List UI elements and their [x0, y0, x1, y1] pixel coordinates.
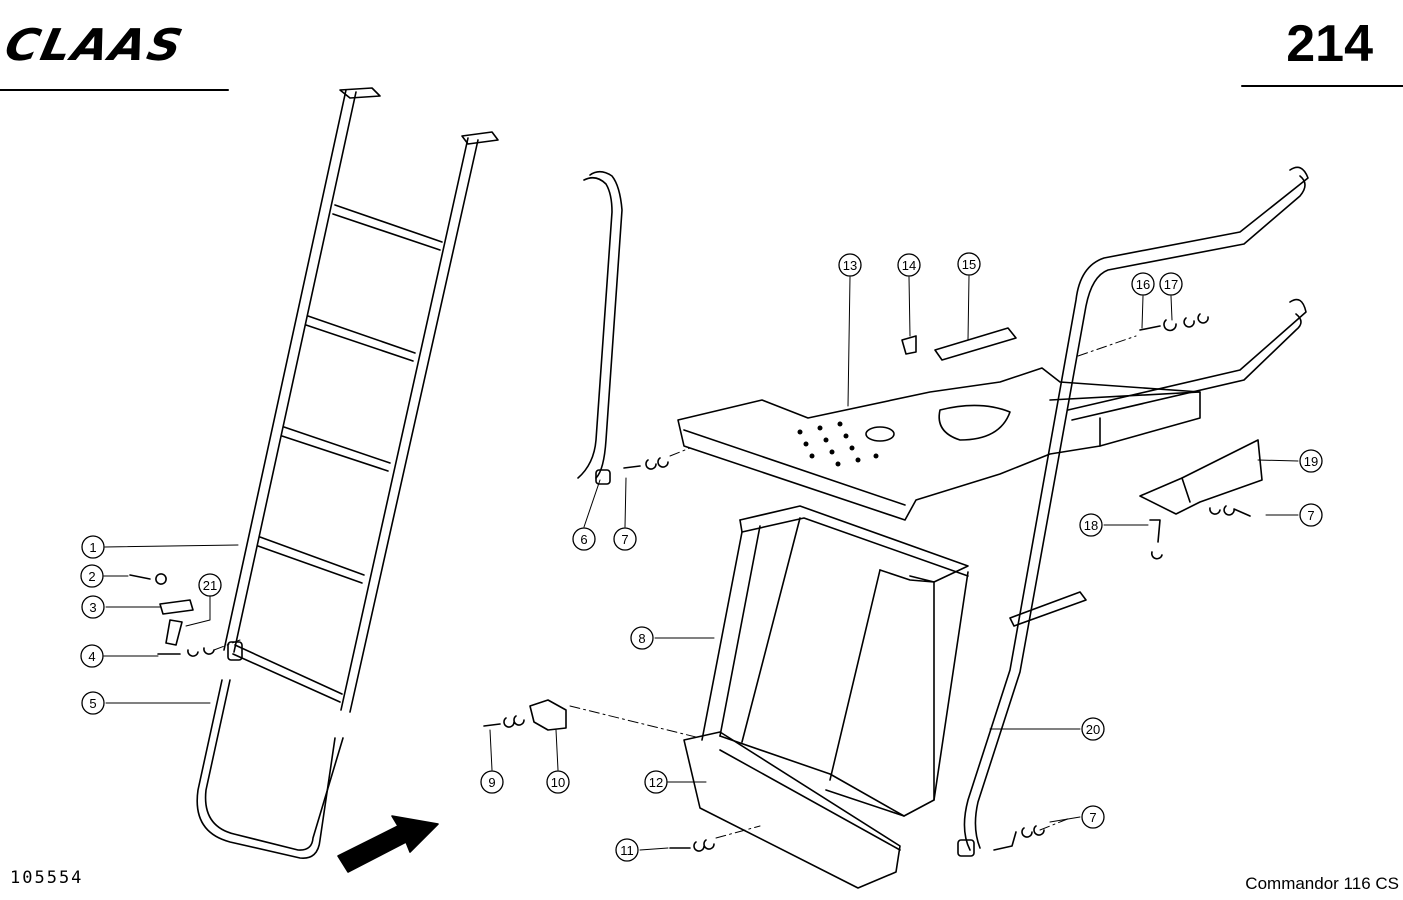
model-name: Commandor 116 CS	[1245, 874, 1399, 893]
svg-text:14: 14	[902, 258, 916, 273]
big-handrail-part	[963, 166, 1309, 851]
clamp-part	[529, 699, 567, 731]
callout-3: 3	[81, 595, 105, 619]
callout-7c: 7	[1081, 805, 1105, 829]
svg-text:20: 20	[1086, 722, 1100, 737]
svg-text:10: 10	[551, 775, 565, 790]
callout-18: 18	[1079, 513, 1103, 537]
callout-6: 6	[572, 527, 596, 551]
callout-2: 2	[80, 564, 104, 588]
callout-1: 1	[81, 535, 105, 559]
battery-box-part	[701, 505, 969, 817]
callout-21: 21	[198, 573, 222, 597]
callout-11: 11	[615, 838, 639, 862]
document-number: 105554	[10, 868, 84, 888]
callout-8: 8	[630, 626, 654, 650]
svg-text:11: 11	[620, 843, 634, 858]
callout-5: 5	[81, 691, 105, 715]
callout-7b: 7	[1299, 503, 1323, 527]
svg-text:8: 8	[638, 631, 645, 646]
callout-15: 15	[957, 252, 981, 276]
callout-19: 19	[1299, 449, 1323, 473]
svg-text:17: 17	[1164, 277, 1178, 292]
svg-text:7: 7	[1089, 810, 1096, 825]
callout-group: 1 2 3 4 5 6 7 8 9 10 11 12 13 14 15 16 1…	[80, 252, 1323, 862]
svg-text:1: 1	[89, 540, 96, 555]
callout-10: 10	[546, 770, 570, 794]
ladder-part	[223, 87, 499, 713]
svg-text:6: 6	[580, 532, 587, 547]
ladder-hoop-part	[196, 679, 336, 859]
svg-text:13: 13	[843, 258, 857, 273]
callout-16: 16	[1131, 272, 1155, 296]
platform-part	[677, 367, 1201, 521]
svg-text:9: 9	[488, 775, 495, 790]
svg-text:12: 12	[649, 775, 663, 790]
svg-text:7: 7	[1307, 508, 1314, 523]
svg-text:21: 21	[203, 578, 217, 593]
base-part	[683, 731, 901, 889]
bracket-part	[1139, 439, 1263, 515]
svg-text:5: 5	[89, 696, 96, 711]
svg-text:3: 3	[89, 600, 96, 615]
callout-20: 20	[1081, 717, 1105, 741]
callout-4: 4	[80, 644, 104, 668]
svg-text:7: 7	[621, 532, 628, 547]
svg-text:4: 4	[88, 649, 95, 664]
handrail-part	[589, 170, 623, 479]
svg-text:18: 18	[1084, 518, 1098, 533]
direction-arrow-icon	[337, 815, 439, 873]
svg-text:19: 19	[1304, 454, 1318, 469]
svg-text:15: 15	[962, 257, 976, 272]
callout-14: 14	[897, 253, 921, 277]
callout-7: 7	[613, 527, 637, 551]
callout-9: 9	[480, 770, 504, 794]
svg-text:2: 2	[88, 569, 95, 584]
callout-17: 17	[1159, 272, 1183, 296]
callout-13: 13	[838, 253, 862, 277]
page-number: 214	[1286, 15, 1373, 73]
svg-text:16: 16	[1136, 277, 1150, 292]
callout-12: 12	[644, 770, 668, 794]
